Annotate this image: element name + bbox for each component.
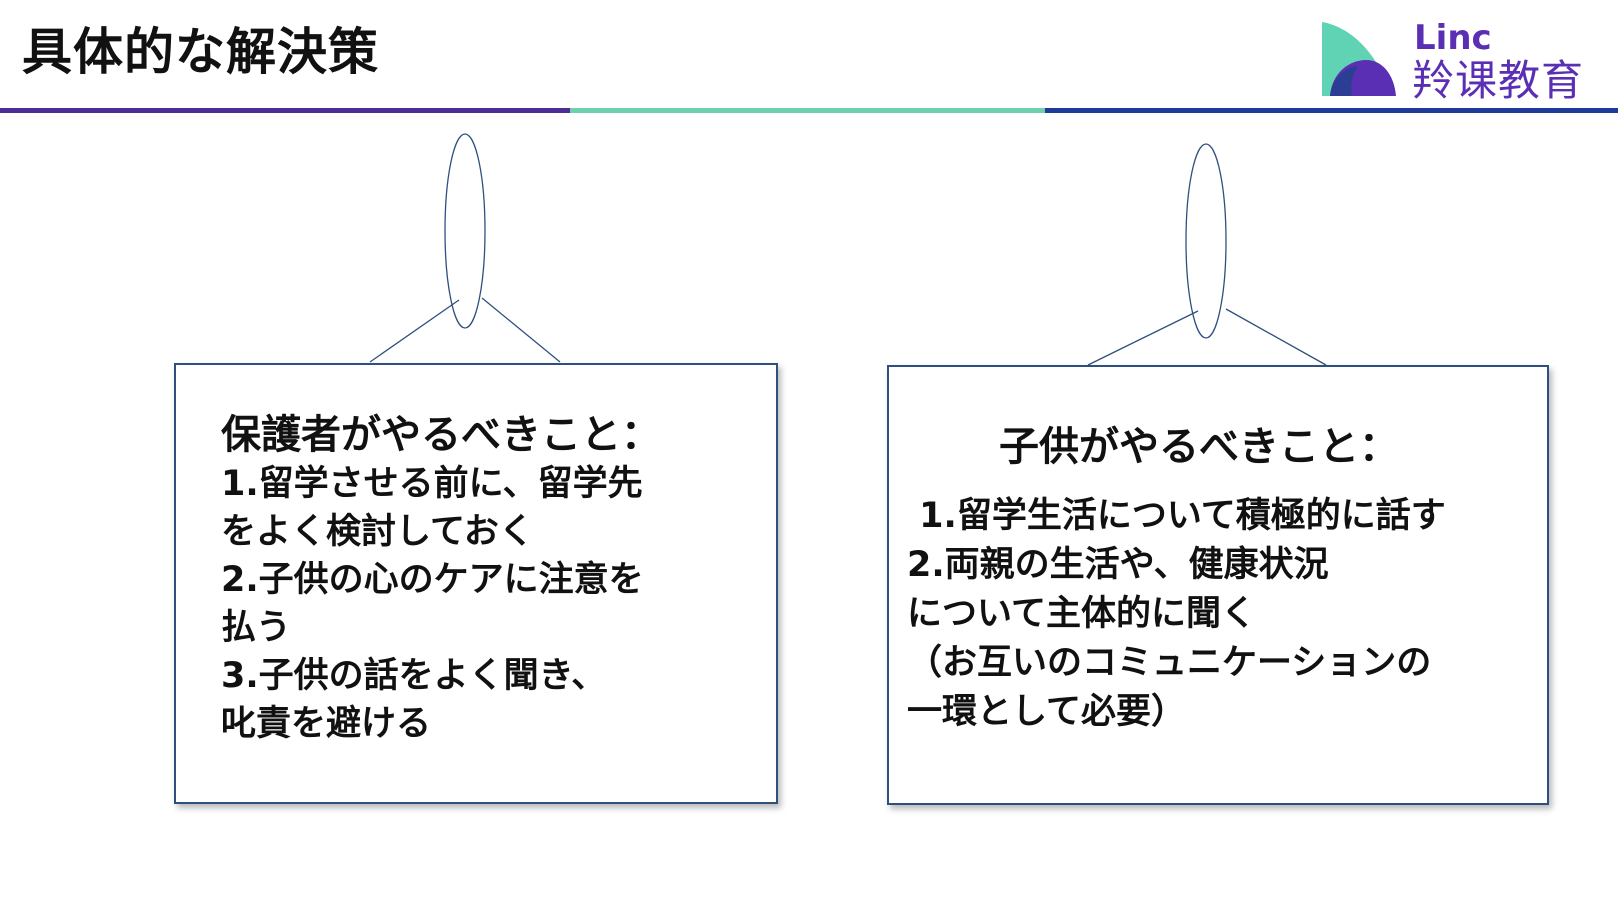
right-hanger (1087, 143, 1327, 366)
parents-line-5: 3.子供の話をよく聞き、 (221, 656, 607, 696)
logo-mark-navy (1330, 66, 1358, 96)
accent-bar-teal (570, 108, 1045, 113)
page-title: 具体的な解決策 (22, 23, 379, 81)
parents-line-1: 1.留学させる前に、留学先 (221, 464, 643, 504)
children-line-3: について主体的に聞く (907, 594, 1256, 634)
children-line-1: 1.留学生活について積極的に話す (907, 496, 1446, 536)
logo-mark-icon (1322, 22, 1396, 96)
children-line-2: 2.両親の生活や、健康状況 (907, 545, 1329, 585)
children-card-heading: 子供がやるべきこと： (999, 424, 1399, 470)
parents-line-4: 払う (221, 608, 292, 648)
children-line-5: 一環として必要） (907, 692, 1186, 732)
accent-bar-navy (1045, 108, 1618, 113)
right-hanger-wire-right (1225, 308, 1327, 366)
parents-card-text: 保護者がやるべきこと： 1.留学させる前に、留学先 をよく検討しておく 2.子供… (221, 410, 661, 748)
logo-cjk-text: 羚课教育 (1412, 56, 1585, 105)
logo-latin-text: Linc (1414, 18, 1492, 58)
parents-line-2: をよく検討しておく (221, 512, 534, 552)
children-line-4: （お互いのコミュニケーションの (907, 643, 1432, 683)
left-hanger-wire-left (369, 299, 460, 363)
left-hanger-ring (444, 133, 486, 329)
children-card: 子供がやるべきこと： 1.留学生活について積極的に話す 2.両親の生活や、健康状… (887, 365, 1549, 805)
left-hanger (369, 133, 561, 363)
parents-line-6: 叱責を避ける (221, 704, 432, 744)
parents-card: 保護者がやるべきこと： 1.留学させる前に、留学先 をよく検討しておく 2.子供… (174, 363, 778, 804)
left-hanger-wire-right (481, 297, 561, 363)
parents-card-heading: 保護者がやるべきこと： (221, 412, 661, 458)
accent-bar-purple (0, 108, 570, 113)
parents-line-3: 2.子供の心のケアに注意を (221, 560, 644, 600)
children-card-text: 1.留学生活について積極的に話す 2.両親の生活や、健康状況 について主体的に聞… (907, 492, 1446, 737)
right-hanger-ring (1185, 143, 1227, 339)
brand-logo: Linc 羚课教育 (1320, 18, 1610, 105)
right-hanger-wire-left (1087, 310, 1199, 366)
